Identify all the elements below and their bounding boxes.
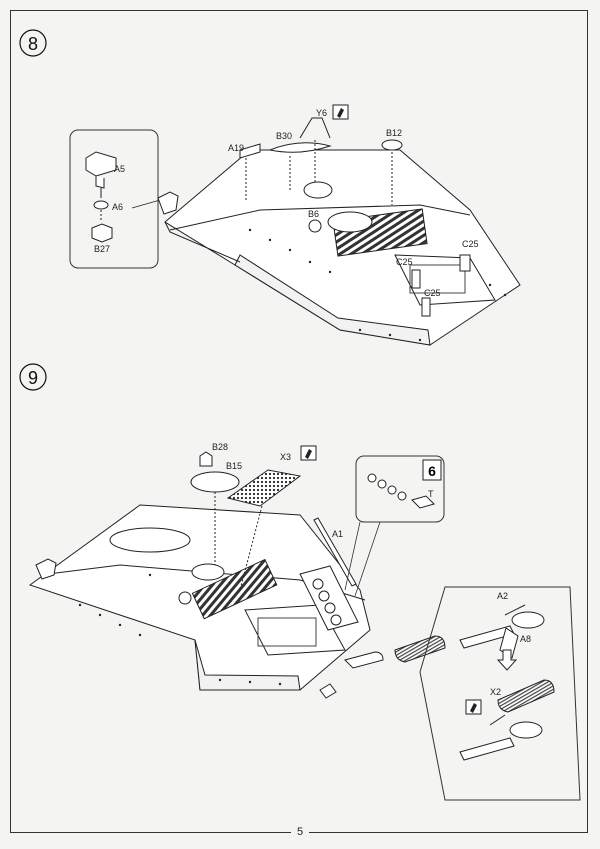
exhaust-inset xyxy=(419,586,581,801)
page-number-text: 5 xyxy=(290,826,310,838)
part-A1-shape xyxy=(299,517,359,631)
label-A1: A1 xyxy=(332,529,343,539)
label-X3: X3 xyxy=(280,452,291,462)
label-X2: X2 xyxy=(490,687,501,697)
label-B15: B15 xyxy=(226,461,242,471)
step-8: 8 A5 A6 B27 xyxy=(19,29,521,346)
part-A19-shape xyxy=(239,143,261,200)
down-arrow-icon xyxy=(496,649,518,671)
hull-step-8 xyxy=(157,149,521,346)
label-C25-c: C25 xyxy=(424,288,441,298)
page-number: 5 xyxy=(0,826,600,838)
part-C25-shapes xyxy=(411,254,471,317)
subassembly-6-inset xyxy=(355,455,445,523)
part-B28-B15-shapes xyxy=(190,451,240,565)
step-8-badge xyxy=(19,29,47,57)
subassembly-6-badge xyxy=(422,459,442,481)
exhaust-inset-parts xyxy=(459,604,555,761)
label-A5: A5 xyxy=(114,164,125,174)
label-A6: A6 xyxy=(112,202,123,212)
exhaust-mufflers xyxy=(319,635,446,699)
label-C25-b: C25 xyxy=(462,239,479,249)
inset-periscope-parts xyxy=(85,151,161,243)
label-B30: B30 xyxy=(276,131,292,141)
label-Y6: Y6 xyxy=(316,108,327,118)
subassembly-6-number: 6 xyxy=(428,463,436,479)
hull-rivets-8 xyxy=(248,228,507,342)
part-Y6-shape xyxy=(299,117,331,182)
label-B12: B12 xyxy=(386,128,402,138)
label-A8: A8 xyxy=(520,634,531,644)
step-9: 9 B28 B15 X xyxy=(19,363,581,801)
step-8-inset xyxy=(69,129,159,269)
step-9-number: 9 xyxy=(28,368,38,388)
subassembly-6-tracks xyxy=(367,473,435,509)
label-T: T xyxy=(428,489,434,499)
label-B6: B6 xyxy=(308,209,319,219)
step-9-badge xyxy=(19,363,47,391)
step-8-number: 8 xyxy=(28,34,38,54)
part-B12-shape xyxy=(381,139,403,205)
label-B27: B27 xyxy=(94,244,110,254)
glue-bottle-icon xyxy=(332,104,349,120)
glue-bottle-icon xyxy=(300,445,317,461)
label-A2: A2 xyxy=(497,591,508,601)
label-A19: A19 xyxy=(228,143,244,153)
part-X3-mesh xyxy=(226,469,302,507)
label-C25-a: C25 xyxy=(396,257,413,267)
glue-bottle-icon xyxy=(465,699,482,715)
hull-rivets-9 xyxy=(78,573,282,686)
label-B28: B28 xyxy=(212,442,228,452)
